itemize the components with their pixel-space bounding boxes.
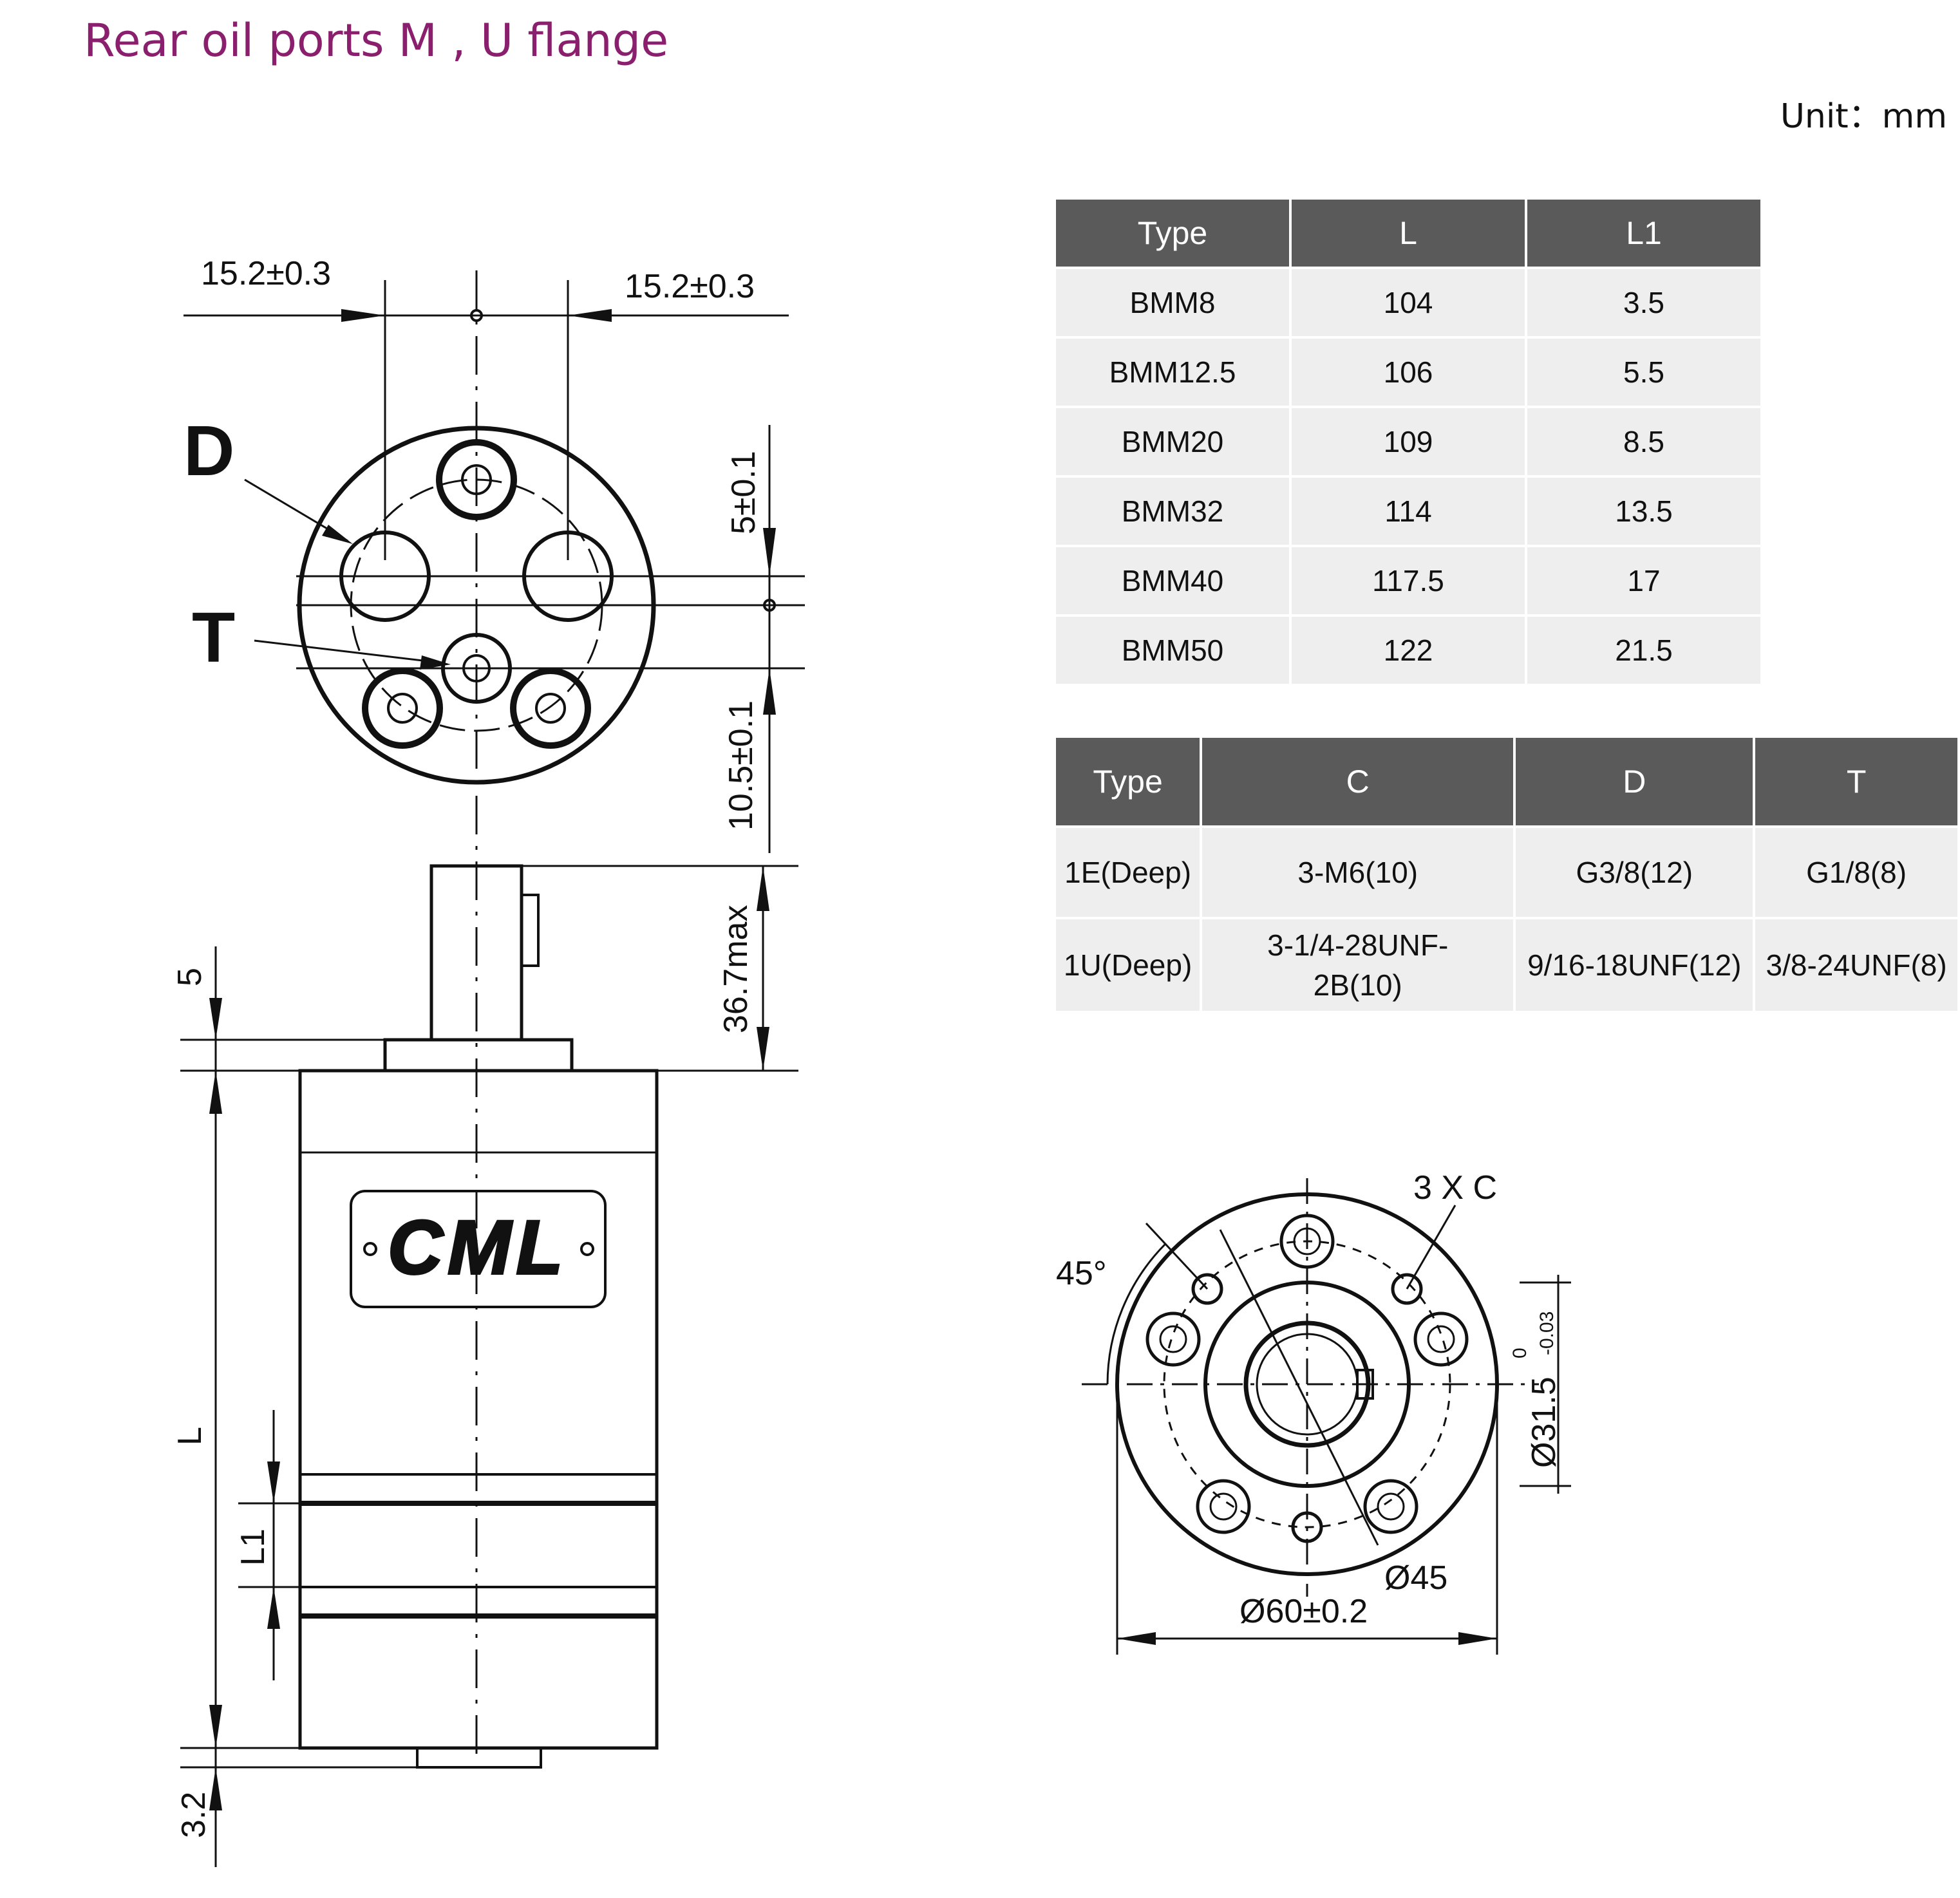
table-cell: 3/8-24UNF(8) [1755, 919, 1957, 1011]
dim-36-7-label: 36.7max [717, 905, 755, 1033]
table-cell: 104 [1292, 269, 1525, 336]
table-row: BMM40 117.5 17 [1056, 547, 1760, 614]
label-45-deg: 45° [1056, 1255, 1107, 1292]
table-cell: 17 [1527, 547, 1760, 614]
table-cell: 3-1/4-28UNF-2B(10) [1202, 919, 1514, 1011]
dim-l1-label: L1 [234, 1528, 272, 1566]
table-cell: 1U(Deep) [1056, 919, 1200, 1011]
label-3xc: 3 X C [1413, 1169, 1497, 1207]
table-cell: BMM32 [1056, 478, 1289, 545]
table-cell: 1E(Deep) [1056, 828, 1200, 917]
dim-right-offset: 15.2±0.3 [625, 268, 755, 305]
table-row: BMM12.5 106 5.5 [1056, 339, 1760, 406]
table-cell: 3-M6(10) [1202, 828, 1514, 917]
dim-l-label: L [171, 1427, 209, 1445]
table-cell: BMM20 [1056, 408, 1289, 475]
header-l1: L1 [1527, 200, 1760, 267]
table-cell: BMM50 [1056, 617, 1289, 684]
table-row: BMM20 109 8.5 [1056, 408, 1760, 475]
table-cell: 5.5 [1527, 339, 1760, 406]
header-l: L [1292, 200, 1525, 267]
length-table: Type L L1 BMM8 104 3.5 BMM12.5 106 5.5 B… [1053, 197, 1763, 686]
table-cell: BMM8 [1056, 269, 1289, 336]
table-cell: 109 [1292, 408, 1525, 475]
port-t-label: T [192, 598, 235, 677]
table-cell: 9/16-18UNF(12) [1516, 919, 1753, 1011]
label-shaft-dia: Ø31.5 [1525, 1377, 1563, 1468]
table-row: BMM32 114 13.5 [1056, 478, 1760, 545]
header-c: C [1202, 738, 1514, 825]
unit-label: Unit：mm [1780, 97, 1947, 136]
header-d: D [1516, 738, 1753, 825]
table-row: 1E(Deep) 3-M6(10) G3/8(12) G1/8(8) [1056, 828, 1957, 917]
logo-text: CML [388, 1205, 568, 1290]
table-cell: 3.5 [1527, 269, 1760, 336]
table-cell: 106 [1292, 339, 1525, 406]
table-cell: 114 [1292, 478, 1525, 545]
header-t: T [1755, 738, 1957, 825]
table-row: BMM8 104 3.5 [1056, 269, 1760, 336]
table-header-row: Type L L1 [1056, 200, 1760, 267]
header-type: Type [1056, 200, 1289, 267]
table-cell: 117.5 [1292, 547, 1525, 614]
table-row: BMM50 122 21.5 [1056, 617, 1760, 684]
table-header-row: Type C D T [1056, 738, 1957, 825]
table-cell: 21.5 [1527, 617, 1760, 684]
table-cell: G1/8(8) [1755, 828, 1957, 917]
port-table: Type C D T 1E(Deep) 3-M6(10) G3/8(12) G1… [1053, 735, 1960, 1013]
motor-side-drawing: 15.2±0.3 15.2±0.3 D T 5±0.1 10.5±0.1 36.… [171, 255, 805, 1867]
label-shaft-tol-upper: 0 [1509, 1348, 1531, 1358]
label-bolt-circle: Ø45 [1384, 1559, 1447, 1597]
table-cell: 122 [1292, 617, 1525, 684]
port-d-label: D [184, 411, 234, 491]
flange-front-drawing: 3 X C 45° Ø31.5 0 -0.03 Ø45 Ø60±0.2 [1056, 1169, 1571, 1655]
dim-5-flange-label: 5 [171, 968, 209, 986]
table-cell: BMM40 [1056, 547, 1289, 614]
table-cell: BMM12.5 [1056, 339, 1289, 406]
dim-left-offset: 15.2±0.3 [201, 255, 331, 292]
header-type: Type [1056, 738, 1200, 825]
table-row: 1U(Deep) 3-1/4-28UNF-2B(10) 9/16-18UNF(1… [1056, 919, 1957, 1011]
page-title: Rear oil ports M , U flange [84, 14, 669, 67]
label-shaft-tol-lower: -0.03 [1536, 1311, 1558, 1355]
dim-5-label: 5±0.1 [725, 451, 762, 534]
table-cell: G3/8(12) [1516, 828, 1753, 917]
dim-10-5-label: 10.5±0.1 [722, 700, 760, 831]
label-body-dia: Ø60±0.2 [1239, 1593, 1368, 1630]
table-cell: 13.5 [1527, 478, 1760, 545]
dim-3-2-label: 3.2 [175, 1792, 212, 1838]
table-cell: 8.5 [1527, 408, 1760, 475]
